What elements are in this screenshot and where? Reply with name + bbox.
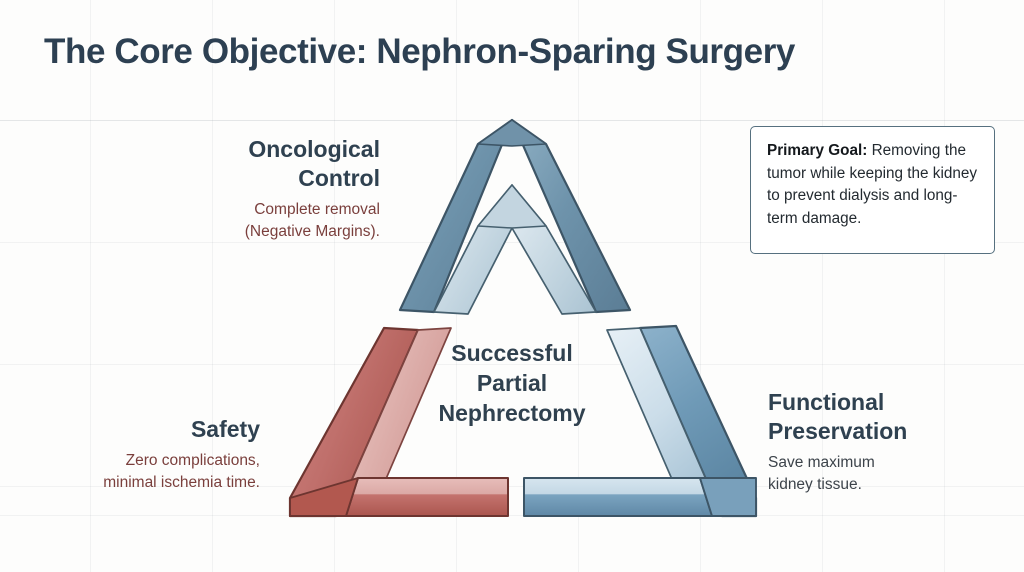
- primary-goal-body: Removing the tumor while keeping the kid…: [767, 142, 978, 227]
- node-functional-preservation[interactable]: Functional Preservation Save maximum kid…: [768, 388, 983, 496]
- node-oncological-control-desc: Complete removal (Negative Margins).: [175, 199, 380, 243]
- node-oncological-control-title-line-2: Control: [298, 165, 380, 191]
- center-label: Successful Partial Nephrectomy: [412, 338, 612, 428]
- node-functional-preservation-desc-line-1: Save maximum: [768, 454, 875, 471]
- node-safety-title: Safety: [60, 415, 260, 444]
- primary-goal-callout-text: Primary Goal: Removing the tumor while k…: [767, 140, 978, 230]
- page-title: The Core Objective: Nephron-Sparing Surg…: [44, 32, 795, 71]
- node-oncological-control-desc-line-2: (Negative Margins).: [244, 223, 380, 240]
- node-oncological-control-title: Oncological Control: [175, 135, 380, 193]
- center-line-1: Successful: [451, 340, 573, 366]
- node-functional-preservation-title-line-1: Functional: [768, 389, 885, 415]
- node-safety-desc-line-1: Zero complications,: [125, 452, 260, 469]
- primary-goal-label: Primary Goal:: [767, 142, 868, 159]
- node-functional-preservation-desc: Save maximum kidney tissue.: [768, 452, 983, 496]
- node-safety-title-line-1: Safety: [190, 416, 260, 442]
- primary-goal-callout: Primary Goal: Removing the tumor while k…: [750, 126, 995, 254]
- center-line-2: Partial: [476, 370, 548, 396]
- node-oncological-control[interactable]: Oncological Control Complete removal (Ne…: [175, 135, 380, 243]
- node-functional-preservation-title-line-2: Preservation: [768, 418, 908, 444]
- node-oncological-control-desc-line-1: Complete removal: [254, 201, 380, 218]
- node-oncological-control-title-line-1: Oncological: [248, 136, 380, 162]
- grid-line-bottom: [0, 515, 1024, 516]
- center-line-3: Nephrectomy: [438, 400, 586, 426]
- node-safety-desc-line-2: minimal ischemia time.: [103, 474, 260, 491]
- segment-oncological-control: [398, 118, 632, 315]
- node-functional-preservation-title: Functional Preservation: [768, 388, 983, 446]
- node-safety-desc: Zero complications, minimal ischemia tim…: [60, 450, 260, 494]
- node-safety[interactable]: Safety Zero complications, minimal ische…: [60, 415, 260, 494]
- grid-line-top: [0, 120, 1024, 121]
- node-functional-preservation-desc-line-2: kidney tissue.: [768, 476, 862, 493]
